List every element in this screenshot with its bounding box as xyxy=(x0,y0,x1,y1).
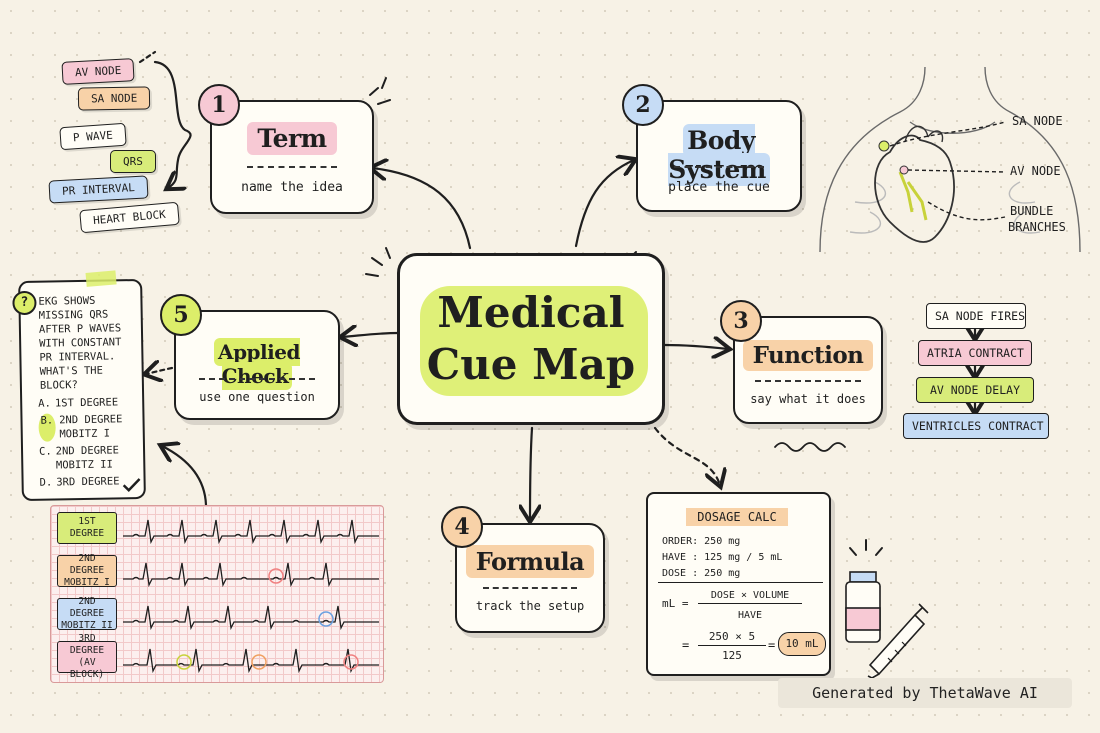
arrow-ekg-to-question xyxy=(162,446,208,507)
arrow-to-formula xyxy=(530,426,532,520)
denominator: HAVE xyxy=(737,610,763,621)
flow-sa-node-fires: SA NODE FIRES xyxy=(926,303,1026,329)
node-formula-title: Formula xyxy=(465,545,595,578)
question-mark-icon: ? xyxy=(12,290,37,316)
chip-qrs[interactable]: QRS xyxy=(110,150,156,173)
heart-illustration xyxy=(819,66,1081,253)
node-body-number: 2 xyxy=(622,84,664,126)
arrow-to-term xyxy=(372,168,472,250)
chip-p-wave[interactable]: P WAVE xyxy=(59,122,127,151)
node-formula-number: 4 xyxy=(441,506,483,548)
question-card: ? EKG SHOWS MISSING QRS AFTER P WAVES WI… xyxy=(12,270,146,502)
node-function[interactable]: Function say what it does xyxy=(733,316,883,424)
ekg-traces xyxy=(123,519,379,674)
node-term-number: 1 xyxy=(198,84,240,126)
heart-label-bundle: BUNDLE xyxy=(1010,204,1054,218)
node-term-title: Term xyxy=(247,122,337,155)
node-body-subtitle: place the cue xyxy=(668,180,770,195)
node-formula[interactable]: Formula track the setup xyxy=(455,523,605,633)
ml-label: mL = xyxy=(662,597,689,610)
dosage-card: DOSAGE CALC ORDER: 250 mg HAVE : 125 mg … xyxy=(646,492,831,676)
node-applied-title: Applied Check xyxy=(214,338,300,390)
numerator: DOSE × VOLUME xyxy=(698,590,802,604)
squiggle xyxy=(774,442,846,452)
ekg-label-1st: 1ST DEGREE xyxy=(57,512,117,544)
arrow-to-question xyxy=(146,368,174,374)
ekg-label-3rd: 3RD DEGREE (AV BLOCK) xyxy=(57,633,117,680)
dosage-result: 10 mL xyxy=(778,632,826,656)
node-function-title: Function xyxy=(742,340,874,371)
chip-av-node[interactable]: AV NODE xyxy=(61,58,135,85)
node-function-number: 3 xyxy=(720,300,762,342)
footer-credit: Generated by ThetaWave AI xyxy=(778,678,1072,708)
av-node-marker xyxy=(899,165,909,175)
flow-av-node-delay: AV NODE DELAY xyxy=(916,377,1034,403)
node-formula-subtitle: track the setup xyxy=(475,599,585,613)
ekg-panel: 1ST DEGREE 2ND DEGREE MOBITZ I 2ND DEGRE… xyxy=(50,505,384,683)
heart-label-branches: BRANCHES xyxy=(1008,220,1066,234)
center-highlight xyxy=(420,286,648,396)
flow-ventricles-contract: VENTRICLES CONTRACT xyxy=(903,413,1049,439)
heart-label-sa-node: SA NODE xyxy=(1012,114,1063,128)
flow-atria-contract: ATRIA CONTRACT xyxy=(918,340,1032,366)
ekg-label-2nd-mobitz-1: 2ND DEGREE MOBITZ I xyxy=(57,553,117,588)
node-applied-subtitle: use one question xyxy=(199,390,315,404)
chip-bracket xyxy=(153,60,192,188)
ekg-label-2nd-mobitz-2: 2ND DEGREE MOBITZ II xyxy=(57,596,117,631)
center-title-line1: Medical xyxy=(437,288,625,337)
arrow-to-body xyxy=(574,160,634,248)
denominator-2: 125 xyxy=(722,649,742,662)
option-a[interactable]: A.1ST DEGREE xyxy=(38,396,119,410)
center-node[interactable]: Medical Cue Map xyxy=(397,253,665,425)
node-applied-check[interactable]: Applied Check use one question xyxy=(174,310,340,420)
node-term[interactable]: Term name the idea xyxy=(210,100,374,214)
question-options: A.1ST DEGREE B.2ND DEGREE MOBITZ I C.2ND… xyxy=(38,395,140,490)
arrow-to-dosage xyxy=(653,426,720,485)
node-term-subtitle: name the idea xyxy=(241,180,343,195)
node-body-title: Body System xyxy=(668,124,770,186)
heart-label-av-node: AV NODE xyxy=(1010,164,1061,178)
tape-strip xyxy=(85,270,117,287)
center-title-line2: Cue Map xyxy=(426,340,636,389)
option-b[interactable]: B.2ND DEGREE MOBITZ I xyxy=(38,412,138,442)
dosage-givens: ORDER: 250 mg HAVE : 125 mg / 5 mL DOSE … xyxy=(662,536,783,579)
arrow-to-applied xyxy=(342,333,400,337)
arrow-to-function xyxy=(663,345,728,349)
chip-sa-node[interactable]: SA NODE xyxy=(77,86,151,111)
question-text: EKG SHOWS MISSING QRS AFTER P WAVES WITH… xyxy=(38,294,122,392)
node-body-system[interactable]: Body System place the cue xyxy=(636,100,802,212)
node-function-subtitle: say what it does xyxy=(750,392,866,406)
checkmark-icon xyxy=(122,478,141,492)
node-applied-number: 5 xyxy=(160,294,202,336)
vial-syringe-icon xyxy=(845,571,929,679)
option-c[interactable]: C.2ND DEGREE MOBITZ II xyxy=(38,444,120,472)
sa-node-marker xyxy=(878,140,890,152)
numerator-2: 250 × 5 xyxy=(698,630,766,646)
dosage-title: DOSAGE CALC xyxy=(686,508,788,526)
